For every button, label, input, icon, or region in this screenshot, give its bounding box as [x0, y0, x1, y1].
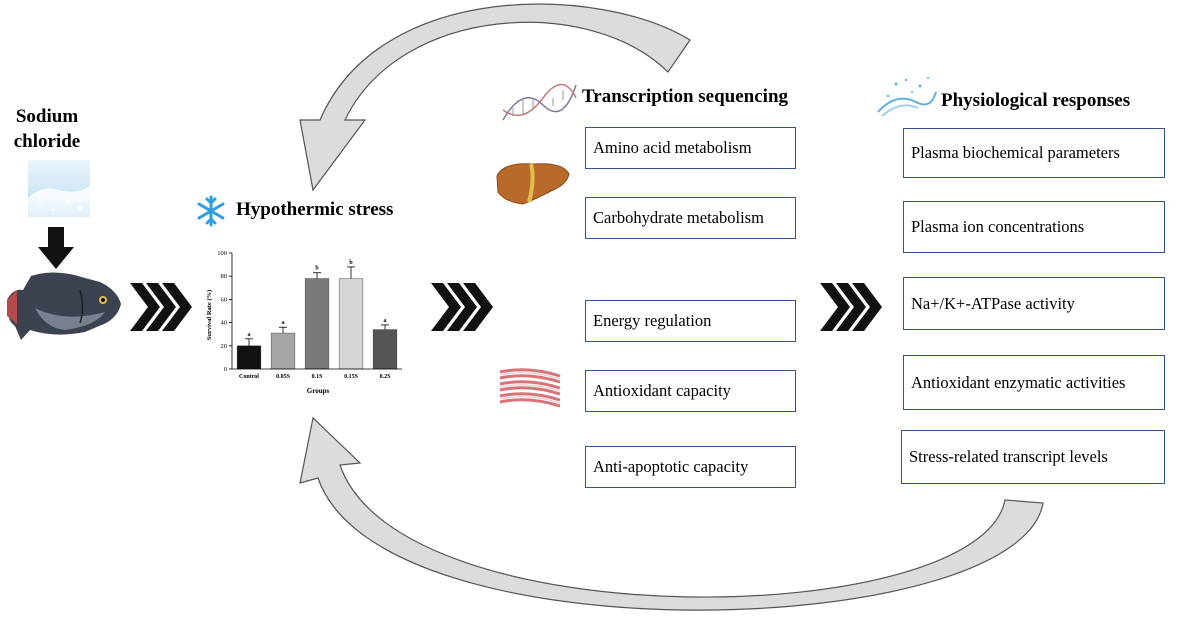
salt-label-line2: chloride: [13, 131, 81, 152]
muscle-tissue-icon: [499, 368, 561, 408]
significance-label: a: [248, 332, 251, 338]
y-tick-label: 100: [217, 250, 227, 257]
y-tick-label: 20: [221, 343, 228, 350]
physio-item-plasma-ion: Plasma ion concentrations: [903, 201, 1165, 253]
significance-label: a: [384, 318, 387, 324]
y-tick-label: 60: [221, 296, 228, 303]
transcription-item-energy: Energy regulation: [585, 300, 796, 342]
liver-icon: [496, 163, 570, 205]
physiological-title: Physiological responses: [941, 90, 1131, 111]
y-tick-label: 0: [224, 366, 227, 373]
transcription-item-antioxidant: Antioxidant capacity: [585, 370, 796, 412]
bar: [338, 278, 364, 370]
y-axis-ticks: 0 20 40 60 80 100: [217, 250, 232, 373]
transcription-item-amino-acid: Amino acid metabolism: [585, 127, 796, 169]
bar: [236, 345, 262, 370]
x-tick-label: 0.2S: [380, 374, 392, 380]
y-axis-label: Survival Rate (%): [206, 290, 213, 341]
chevron-arrow-3: [820, 283, 882, 331]
y-tick-label: 40: [221, 320, 228, 327]
x-tick-label: 0.1S: [312, 374, 324, 380]
hypothermic-stress-title: Hypothermic stress: [236, 199, 394, 220]
x-tick-label: 0.05S: [276, 374, 291, 380]
down-arrow: [38, 227, 74, 269]
bar: [270, 332, 296, 370]
bar: [304, 278, 330, 370]
salt-image: [28, 160, 90, 217]
x-tick-label: 0.15S: [344, 374, 359, 380]
top-curved-arrow: [299, 3, 691, 192]
transcription-item-anti-apoptotic: Anti-apoptotic capacity: [585, 446, 796, 488]
chart-bars: a a b b a: [236, 260, 398, 370]
x-axis-label: Groups: [307, 387, 330, 395]
physio-item-atpase: Na+/K+-ATPase activity: [903, 277, 1165, 330]
x-axis-tick-labels: Control 0.05S 0.1S 0.15S 0.2S: [239, 374, 391, 380]
chevron-arrow-1: [130, 283, 192, 331]
significance-label: a: [282, 320, 285, 326]
physio-item-stress-transcripts: Stress-related transcript levels: [901, 430, 1165, 484]
snowflake-icon: [197, 195, 225, 227]
x-tick-label: Control: [239, 374, 259, 380]
salt-label-line1: Sodium: [15, 106, 79, 127]
bar: [372, 329, 398, 370]
tilapia-fish-image: [7, 272, 121, 340]
dna-helix-icon: [502, 83, 577, 121]
water-splash-icon: [877, 77, 937, 117]
physio-item-plasma-biochemical: Plasma biochemical parameters: [903, 128, 1165, 178]
transcription-title: Transcription sequencing: [582, 86, 789, 107]
y-tick-label: 80: [221, 273, 228, 280]
significance-label: b: [315, 266, 319, 272]
salt-label: Sodium chloride: [12, 104, 82, 154]
significance-label: b: [349, 260, 353, 266]
bottom-curved-arrow: [299, 416, 1044, 611]
survival-rate-chart: Survival Rate (%) 0 20 40 60 80 100 a a b b a Con…: [206, 250, 402, 395]
physio-item-antioxidant-enzymes: Antioxidant enzymatic activities: [903, 355, 1165, 410]
transcription-item-carbohydrate: Carbohydrate metabolism: [585, 197, 796, 239]
chevron-arrow-2: [431, 283, 493, 331]
